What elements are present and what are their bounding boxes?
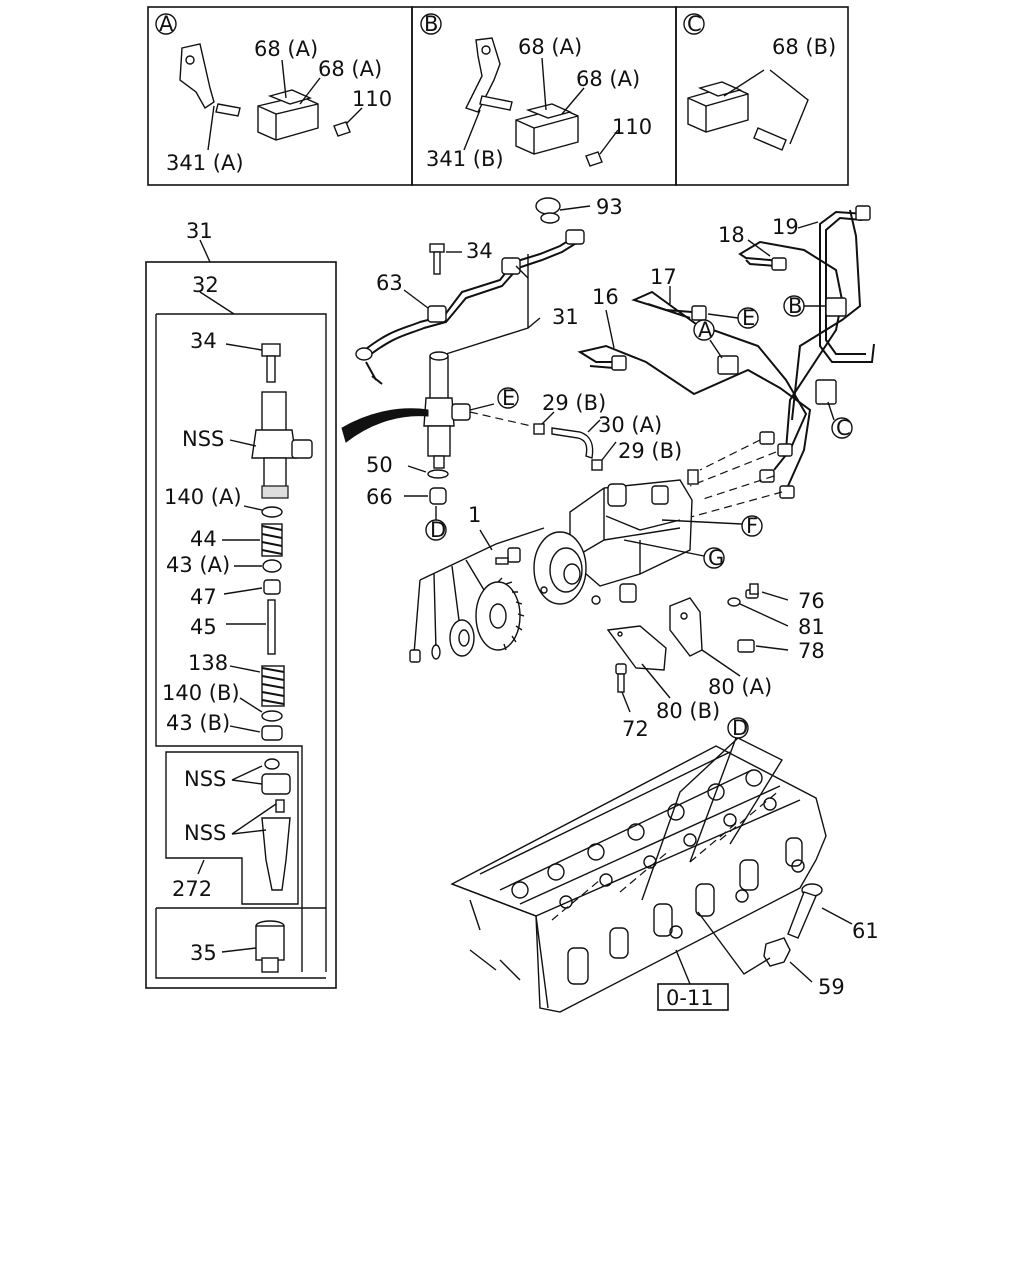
- detail-box-b: B 68 (A) 68 (A) 110 341 (B): [411, 6, 677, 186]
- label-66: 66: [366, 485, 393, 509]
- label-81: 81: [798, 615, 825, 639]
- label-nss-2: NSS: [184, 767, 226, 791]
- detail-marker-a: A: [159, 12, 174, 36]
- label-17: 17: [650, 265, 677, 289]
- label-61: 61: [852, 919, 879, 943]
- label-110-b: 110: [612, 115, 652, 139]
- marker-a-pipe: A: [698, 318, 713, 342]
- detail-box-c: C 68 (B): [675, 6, 849, 186]
- label-80b: 80 (B): [656, 699, 720, 723]
- label-140b: 140 (B): [162, 681, 240, 705]
- injection-pipe-group: 19 18 17 16 A B C E: [577, 205, 875, 521]
- marker-e-1: E: [502, 386, 515, 410]
- label-341a: 341 (A): [166, 151, 244, 175]
- label-68a-3: 68 (A): [518, 35, 582, 59]
- marker-c-pipe: C: [836, 416, 851, 440]
- label-50: 50: [366, 453, 393, 477]
- label-32: 32: [192, 273, 219, 297]
- label-68a-4: 68 (A): [576, 67, 640, 91]
- marker-d-1: D: [430, 518, 446, 542]
- label-35: 35: [190, 941, 217, 965]
- pump-bracket-group: 76 81 78 80 (A) 80 (B) 72: [606, 583, 825, 741]
- label-19: 19: [772, 215, 799, 239]
- label-31-box: 31: [186, 219, 213, 243]
- injector-exploded-group: 31 32 34 NSS 140 (A) 44 43 (A) 47: [145, 219, 337, 989]
- marker-g: G: [708, 546, 724, 570]
- label-29b-2: 29 (B): [618, 439, 682, 463]
- cylinder-head-group: D 61 59 0-11: [450, 716, 879, 1013]
- label-30a: 30 (A): [598, 413, 662, 437]
- detail-marker-b: B: [424, 12, 438, 36]
- detail-marker-c: C: [687, 12, 702, 36]
- label-47: 47: [190, 585, 217, 609]
- label-110-a: 110: [352, 87, 392, 111]
- label-16: 16: [592, 285, 619, 309]
- label-18: 18: [718, 223, 745, 247]
- pump-gear-group: 1: [409, 503, 545, 663]
- marker-b-pipe: B: [788, 294, 802, 318]
- ref-0-11: 0-11: [666, 986, 714, 1010]
- label-43b: 43 (B): [166, 711, 230, 735]
- label-34-inj: 34: [190, 329, 217, 353]
- detail-box-a: A 68 (A) 68 (A) 110 341 (A): [147, 6, 413, 186]
- label-68a-1: 68 (A): [254, 37, 318, 61]
- label-68b: 68 (B): [772, 35, 836, 59]
- leak-off-pipe-group: 93 34 63 31 E 50: [341, 195, 623, 542]
- label-80a: 80 (A): [708, 675, 772, 699]
- marker-d-2: D: [732, 716, 748, 740]
- label-63: 63: [376, 271, 403, 295]
- label-44: 44: [190, 527, 217, 551]
- label-59: 59: [818, 975, 845, 999]
- marker-e-2: E: [742, 306, 755, 330]
- label-78: 78: [798, 639, 825, 663]
- label-nss-3: NSS: [184, 821, 226, 845]
- label-45: 45: [190, 615, 217, 639]
- label-140a: 140 (A): [164, 485, 242, 509]
- label-76: 76: [798, 589, 825, 613]
- label-138: 138: [188, 651, 228, 675]
- label-72: 72: [622, 717, 649, 741]
- marker-f: F: [746, 514, 758, 538]
- label-nss-1: NSS: [182, 427, 224, 451]
- label-1: 1: [468, 503, 481, 527]
- label-341b: 341 (B): [426, 147, 504, 171]
- return-hose-group: 29 (B) 30 (A) 29 (B): [469, 391, 682, 471]
- label-93: 93: [596, 195, 623, 219]
- label-29b-1: 29 (B): [542, 391, 606, 415]
- label-68a-2: 68 (A): [318, 57, 382, 81]
- label-43a: 43 (A): [166, 553, 230, 577]
- label-31-pipe: 31: [552, 305, 579, 329]
- label-34-top: 34: [466, 239, 493, 263]
- injection-pump-group: F G: [533, 469, 763, 605]
- label-272: 272: [172, 877, 212, 901]
